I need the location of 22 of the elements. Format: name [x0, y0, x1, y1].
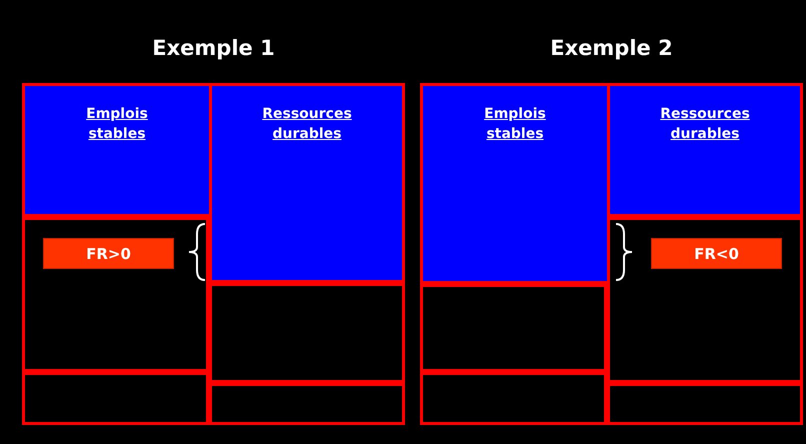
balance-sheet-cell: [22, 217, 209, 372]
balance-sheet-cell: [607, 383, 803, 425]
cell-heading: Ressources durables: [659, 105, 751, 144]
example-heading: Exemple 1: [152, 36, 275, 60]
balance-sheet-cell: [22, 372, 209, 425]
tag-text: FR<0: [694, 244, 739, 262]
working-capital-tag: [43, 238, 174, 269]
example-heading: Exemple 2: [550, 36, 673, 60]
cell-heading: Ressources durables: [261, 105, 353, 144]
balance-sheet-cell: [22, 83, 212, 217]
balance-sheet-cell: [209, 383, 405, 425]
balance-sheet-cell: [209, 283, 405, 383]
balance-sheet-cell: [607, 83, 803, 217]
cell-heading: Emplois stables: [85, 105, 149, 144]
balance-sheet-cell: [420, 284, 607, 372]
balance-sheet-cell: [607, 217, 803, 383]
balance-sheet-cell: [209, 83, 405, 283]
balance-sheet-cell: [420, 372, 607, 425]
tag-text: FR>0: [86, 244, 131, 262]
cell-heading: Emplois stables: [483, 105, 547, 144]
balance-sheet-cell: [420, 83, 610, 284]
working-capital-tag: [651, 238, 782, 269]
